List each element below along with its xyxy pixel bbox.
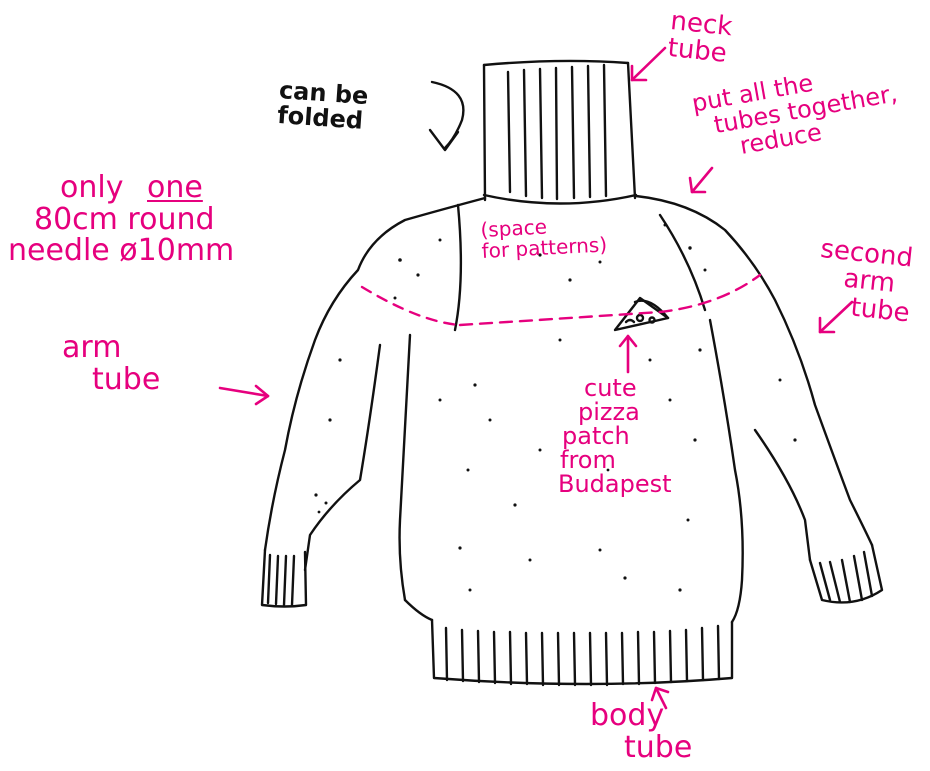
yoke-guide-lines	[362, 275, 760, 325]
only-one-needle-label: only one 80cm round needle ø10mm	[8, 172, 234, 267]
body-tube-label: body tube	[590, 700, 692, 763]
pizza-patch-line-5: Budapest	[558, 472, 672, 496]
pizza-patch-line-3: patch	[558, 424, 672, 448]
neck-tube-line-2: tube	[666, 35, 730, 69]
body-tube-line-2: tube	[590, 732, 692, 764]
only-one-prefix: only	[60, 170, 123, 205]
arm-tube-line-2: tube	[62, 364, 160, 396]
right-cuff	[810, 545, 882, 602]
pizza-patch-line-4: from	[558, 448, 672, 472]
arm-tube-line-1: arm	[62, 332, 160, 364]
can-be-folded-label: can be folded	[276, 78, 369, 134]
only-one-line-2: 80cm round	[8, 204, 234, 236]
arm-tube-label: arm tube	[62, 332, 160, 395]
left-cuff	[262, 550, 306, 607]
pizza-patch-line-2: pizza	[558, 400, 672, 424]
neck-tube-label: neck tube	[666, 8, 733, 69]
only-one-line-1: only one	[8, 172, 234, 204]
only-one-emphasis: one	[147, 170, 203, 205]
second-arm-tube-label: second arm tube	[813, 236, 916, 327]
can-be-folded-line-2: folded	[276, 103, 367, 134]
pizza-patch-label: cute pizza patch from Budapest	[558, 376, 672, 496]
fold-arrow	[430, 82, 463, 150]
only-one-line-3: needle ø10mm	[8, 235, 234, 267]
pizza-patch-line-1: cute	[558, 376, 672, 400]
waistband	[432, 620, 732, 685]
turtleneck-collar	[484, 61, 636, 204]
arrow-to-arm-tube	[220, 386, 268, 404]
arrow-to-neck-tube	[632, 48, 665, 80]
arrow-to-pizza-patch	[620, 336, 636, 372]
body-tube-line-1: body	[590, 700, 692, 732]
arrow-to-shoulder	[690, 168, 712, 192]
space-for-patterns-label: (space for patterns)	[480, 213, 608, 262]
